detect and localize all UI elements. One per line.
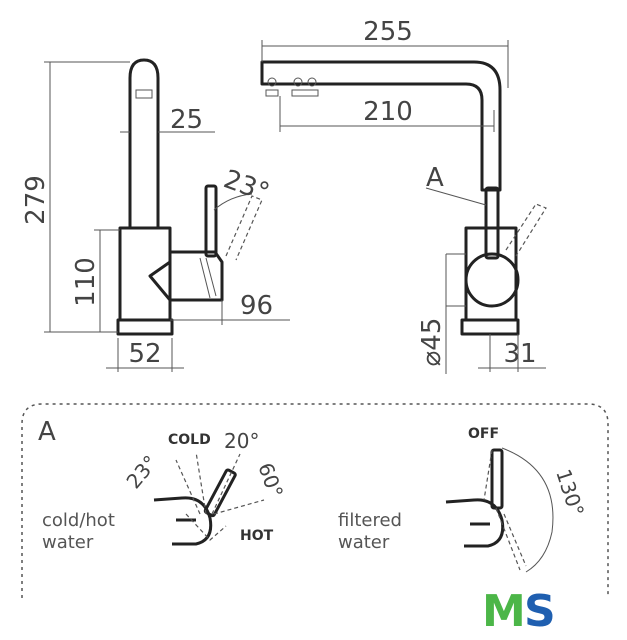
dim-base-width: 52	[128, 339, 161, 369]
detail-angle-60: 60°	[253, 460, 288, 502]
dim-spout-reach: 255	[363, 17, 413, 47]
detail-right-caption-2: water	[338, 532, 390, 553]
ms-logo: M S	[482, 586, 556, 637]
dim-spout-diameter: 25	[170, 105, 203, 135]
detail-left-angle-23: 23°	[121, 451, 162, 494]
lever-tilted	[225, 195, 263, 261]
handle-cone	[148, 260, 172, 302]
detail-left-caption-1: cold/hot	[42, 510, 115, 531]
front-lever	[484, 186, 500, 260]
dim-body-height: 110	[71, 257, 101, 307]
dim-base-offset: 31	[503, 339, 536, 369]
dim-handle-diameter: ⌀45	[417, 318, 447, 367]
dim-spout-inner-reach: 210	[363, 97, 413, 127]
side-view: 279 110 25 52 96 23°	[21, 58, 290, 372]
detail-label: A	[38, 417, 56, 447]
dim-lever-angle: 23°	[220, 164, 274, 208]
handle-shade	[199, 257, 217, 299]
detail-angle-20: 20°	[224, 429, 259, 453]
detail-cold-label: COLD	[168, 432, 211, 448]
callout-a: A	[426, 163, 444, 193]
detail-cold-hot: 23° COLD 20° 60° HOT cold/hot water	[42, 429, 288, 553]
detail-right-caption-1: filtered	[338, 510, 402, 531]
detail-angle-130: 130°	[551, 466, 589, 519]
detail-off-label: OFF	[468, 426, 499, 442]
detail-a-panel: A 23° COLD 20° 60° HOT cold/hot water OF…	[21, 403, 609, 598]
handle-disc	[464, 252, 520, 308]
detail-frame	[21, 403, 609, 598]
spout-column	[128, 58, 160, 228]
detail-hot-label: HOT	[240, 528, 274, 544]
outlet-1	[267, 77, 277, 87]
handle-block	[170, 250, 224, 302]
dim-total-height: 279	[21, 175, 51, 225]
detail-left-caption-2: water	[42, 532, 94, 553]
front-base	[460, 318, 520, 336]
outlet-2	[293, 77, 303, 87]
logo-letter-s: S	[524, 586, 556, 637]
spout-tip	[135, 89, 153, 99]
outlet-3	[307, 77, 317, 87]
faucet-body	[118, 226, 172, 322]
logo-letter-m: M	[482, 586, 526, 637]
faucet-base	[116, 318, 174, 336]
lever	[204, 184, 218, 258]
dim-handle-reach: 96	[240, 291, 273, 321]
front-lever-tilted	[505, 203, 547, 257]
spout-arm	[260, 60, 502, 192]
front-view: 255 210 A ⌀45 31	[260, 17, 547, 374]
detail-filtered: OFF 130° filtered water	[338, 426, 589, 573]
